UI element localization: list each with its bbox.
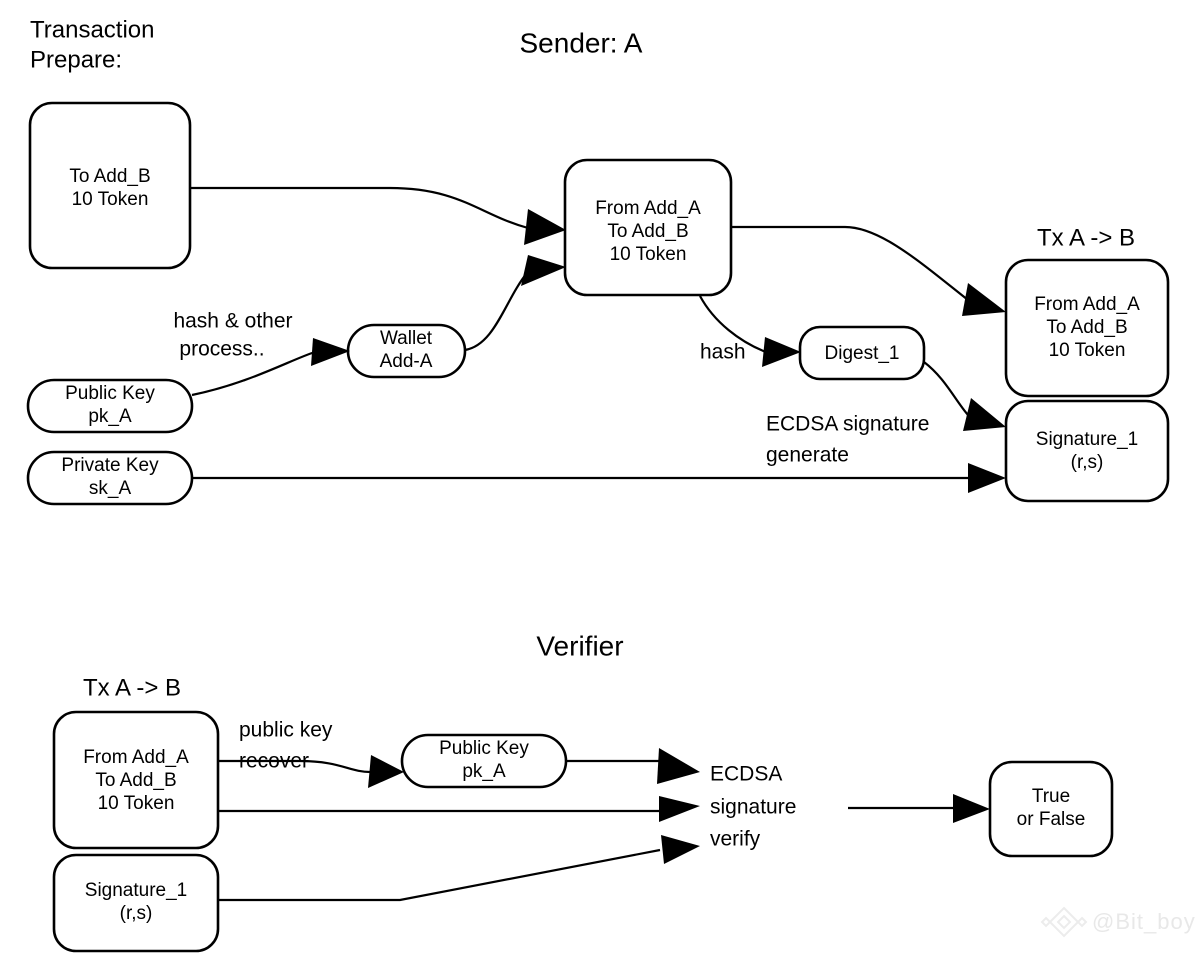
node-to-add-b[interactable]: To Add_B 10 Token xyxy=(28,101,192,270)
node-result-line2: or False xyxy=(1017,809,1086,830)
edge-label-recover-line1: public key xyxy=(239,719,333,742)
node-signed-transaction-line2: To Add_B xyxy=(1046,317,1127,338)
edge-wallet-to-unsigned-tx xyxy=(464,272,528,352)
edge-label-verify-line1: ECDSA xyxy=(710,763,782,786)
edge-signature-to-verify xyxy=(218,848,661,902)
node-signed-transaction-line3: 10 Token xyxy=(1049,340,1126,361)
arrow-public-key-to-verify xyxy=(657,748,700,784)
tx-label-verifier: Tx A -> B xyxy=(83,674,181,701)
arrow-wallet-to-unsigned-tx xyxy=(521,255,566,286)
node-digest-1[interactable]: Digest_1 xyxy=(798,325,926,381)
watermark-diamond-icon xyxy=(1040,906,1088,938)
node-unsigned-transaction[interactable]: From Add_A To Add_B 10 Token xyxy=(563,158,733,297)
node-public-key-sender-shape xyxy=(26,378,194,434)
node-digest-1-shape xyxy=(798,325,926,381)
edge-label-verify-line2: signature xyxy=(710,796,796,819)
node-signature-sender-shape xyxy=(1004,399,1170,503)
watermark-diamond-inner xyxy=(1056,914,1072,930)
tx-label-sender: Tx A -> B xyxy=(1037,224,1135,251)
node-verifier-signature-line1: Signature_1 xyxy=(85,880,187,901)
node-verifier-transaction-line1: From Add_A xyxy=(83,747,189,768)
sender-section-title: Sender: A xyxy=(520,27,643,58)
node-verifier-transaction[interactable]: From Add_A To Add_B 10 Token xyxy=(52,710,220,850)
node-to-add-b-shape xyxy=(28,101,192,270)
edge-label-hash-other-line2: process.. xyxy=(179,338,264,361)
arrow-public-key-to-wallet xyxy=(311,338,350,366)
node-verifier-signature[interactable]: Signature_1 (r,s) xyxy=(52,853,220,953)
transaction-prepare-caption-line1: Transaction xyxy=(30,16,155,43)
node-result-true-or-false[interactable]: True or False xyxy=(988,760,1114,858)
node-verifier-transaction-line2: To Add_B xyxy=(95,770,176,791)
node-result-shape xyxy=(988,760,1114,858)
edge-to-add-b-to-unsigned-tx xyxy=(190,186,529,230)
arrow-unsigned-tx-to-signed-tx xyxy=(962,283,1006,316)
watermark-diamond-outer xyxy=(1048,906,1080,938)
node-signed-transaction-line1: From Add_A xyxy=(1034,294,1140,315)
arrow-to-add-b-to-unsigned-tx xyxy=(524,209,566,245)
node-verifier-transaction-line3: 10 Token xyxy=(98,793,175,814)
node-digest-1-label: Digest_1 xyxy=(825,343,900,364)
node-wallet-add-a-line2: Add-A xyxy=(380,351,433,372)
node-public-key-verifier-line2: pk_A xyxy=(462,761,506,782)
arrow-private-key-to-signature xyxy=(968,463,1006,493)
edge-label-ecdsa-generate-line1: ECDSA signature xyxy=(766,413,929,436)
arrow-signature-to-verify xyxy=(661,835,700,864)
node-public-key-sender-line2: pk_A xyxy=(88,406,132,427)
watermark: @Bit_boy xyxy=(1040,906,1196,938)
node-private-key-sender-line1: Private Key xyxy=(61,455,159,476)
edge-label-hash: hash xyxy=(700,341,746,364)
arrow-tx-to-verify xyxy=(659,796,700,822)
node-to-add-b-line2: 10 Token xyxy=(72,189,149,210)
transaction-prepare-caption-line2: Prepare: xyxy=(30,46,122,73)
edge-tx-to-public-key-recover xyxy=(218,759,371,774)
node-public-key-verifier[interactable]: Public Key pk_A xyxy=(400,733,568,789)
node-signature-sender-line2: (r,s) xyxy=(1071,452,1104,473)
node-verifier-signature-line2: (r,s) xyxy=(120,903,153,924)
edge-label-ecdsa-generate-line2: generate xyxy=(766,444,849,467)
node-public-key-verifier-line1: Public Key xyxy=(439,738,529,759)
edge-public-key-to-wallet xyxy=(191,350,316,397)
node-unsigned-transaction-line3: 10 Token xyxy=(610,244,687,265)
verifier-section-title: Verifier xyxy=(536,630,623,661)
node-wallet-add-a-line1: Wallet xyxy=(380,328,433,349)
watermark-diamond-right xyxy=(1076,916,1088,928)
node-public-key-sender-line1: Public Key xyxy=(65,383,155,404)
node-to-add-b-line1: To Add_B xyxy=(69,166,150,187)
edge-label-verify-line3: verify xyxy=(710,828,761,851)
node-verifier-signature-shape xyxy=(52,853,220,953)
node-signature-sender[interactable]: Signature_1 (r,s) xyxy=(1004,399,1170,503)
edge-label-hash-other-line1: hash & other xyxy=(173,310,292,333)
node-signed-transaction-shape xyxy=(1004,258,1170,398)
node-public-key-sender[interactable]: Public Key pk_A xyxy=(26,378,194,434)
node-verifier-transaction-shape xyxy=(52,710,220,850)
arrow-digest-to-signature xyxy=(963,398,1006,431)
arrow-tx-to-public-key-recover xyxy=(368,755,404,788)
edge-unsigned-tx-to-signed-tx xyxy=(731,225,969,301)
watermark-diamond-left xyxy=(1040,916,1052,928)
arrow-verify-to-result xyxy=(953,794,990,823)
node-private-key-sender[interactable]: Private Key sk_A xyxy=(26,450,194,506)
node-private-key-sender-line2: sk_A xyxy=(89,478,132,499)
edge-digest-to-signature xyxy=(923,361,969,416)
arrow-unsigned-tx-to-digest xyxy=(762,337,801,367)
edge-unsigned-tx-to-digest xyxy=(699,295,767,354)
edge-label-recover-line2: recover xyxy=(239,750,309,773)
node-unsigned-transaction-line2: To Add_B xyxy=(607,221,688,242)
node-wallet-add-a[interactable]: Wallet Add-A xyxy=(346,323,467,379)
node-unsigned-transaction-line1: From Add_A xyxy=(595,198,701,219)
node-signed-transaction[interactable]: From Add_A To Add_B 10 Token xyxy=(1004,258,1170,398)
node-result-line1: True xyxy=(1032,786,1070,807)
node-signature-sender-line1: Signature_1 xyxy=(1036,429,1138,450)
watermark-handle: @Bit_boy xyxy=(1092,909,1196,934)
